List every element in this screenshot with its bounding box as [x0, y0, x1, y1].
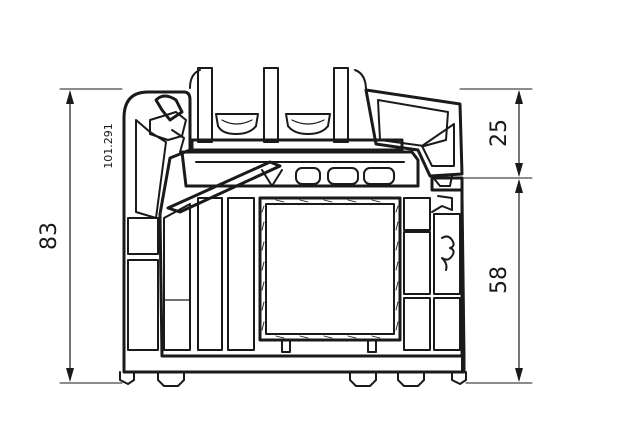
chamber [163, 203, 191, 351]
frame-top-hook [154, 94, 184, 122]
bottom-height-label: 58 [487, 266, 512, 294]
chamber [363, 167, 395, 185]
arrowhead-up-icon [66, 90, 74, 104]
sash-nose-wedge [421, 123, 455, 167]
chamber [433, 213, 461, 295]
foot [397, 371, 425, 387]
frame-outline [122, 90, 466, 374]
reinforcement-outer [258, 196, 402, 342]
gasket-serration [441, 235, 455, 271]
frame-profile [119, 90, 467, 387]
sash-nib [261, 169, 283, 187]
frame-base-sides [123, 355, 463, 373]
bead-tongue [263, 67, 279, 143]
frame-right-chambers [403, 195, 461, 351]
foot [157, 371, 185, 387]
glazing-bead-tongues [189, 67, 367, 143]
sash-nose-chamber [377, 99, 449, 147]
chamber [227, 197, 255, 351]
arrowhead-up-icon [515, 179, 523, 193]
gasket [215, 113, 259, 135]
gasket-inner [291, 119, 325, 125]
chamber [127, 259, 159, 351]
chamber [403, 231, 431, 295]
bead-lip [354, 69, 367, 91]
reinforcement-clips [281, 339, 377, 353]
frame-gasket-lip [171, 129, 185, 153]
sash-chambers [295, 167, 395, 185]
gasket-inner [221, 119, 253, 125]
sash-nose [364, 88, 464, 178]
overall-height-label: 83 [37, 222, 62, 250]
right-dimensions: 25 58 [459, 88, 533, 384]
sash-body [180, 150, 420, 188]
chamber [127, 217, 159, 255]
frame-left-wall [135, 119, 167, 219]
part-code-label: 101.291 [102, 123, 115, 169]
reinforcement-hatch [261, 199, 399, 339]
frame-right-hook [431, 195, 453, 213]
frame-bottom-feet [119, 339, 467, 387]
foot [451, 371, 467, 385]
frame-left-chambers [127, 197, 255, 351]
chamber [295, 167, 321, 185]
arrowhead-down-icon [515, 368, 523, 382]
steel-reinforcement [258, 196, 402, 342]
bead-lip [189, 69, 201, 89]
chamber [197, 197, 223, 351]
chamber [327, 167, 359, 185]
sash-hook [431, 175, 453, 187]
foot [349, 371, 377, 387]
bead-tongue [197, 67, 213, 143]
bead-tongue [333, 67, 349, 143]
gasket [285, 113, 331, 135]
arrowhead-down-icon [66, 368, 74, 382]
top-height-label: 25 [487, 119, 512, 147]
reinforcement-inner [265, 203, 395, 335]
chamber [403, 197, 431, 231]
chamber [403, 297, 431, 351]
sash-rebate-band [190, 138, 404, 152]
sash-profile [166, 67, 464, 214]
arrowhead-up-icon [515, 90, 523, 104]
overall-height-dimension: 83 [37, 88, 123, 384]
chamber [433, 297, 461, 351]
foot [119, 371, 135, 385]
arrowhead-down-icon [515, 163, 523, 177]
